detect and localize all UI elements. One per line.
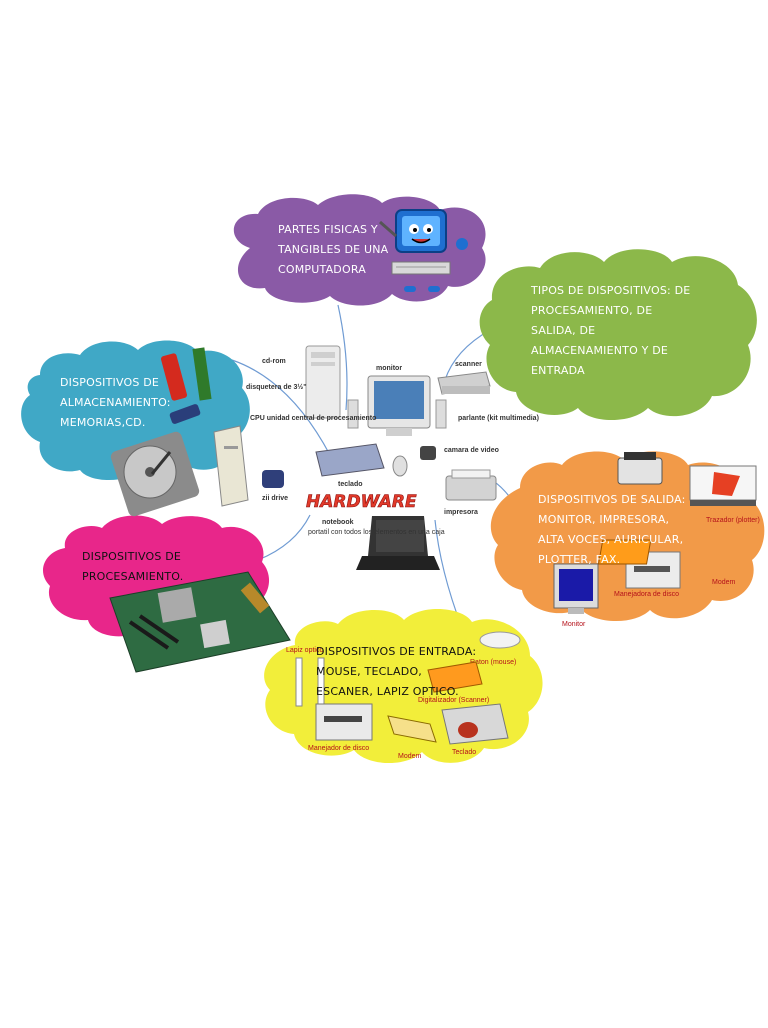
label-lapiz: Lapiz optico: [286, 647, 323, 654]
label-disquetera: disquetera de 3½": [246, 383, 307, 391]
printer-icon: [445, 469, 497, 501]
mouse-icon: [392, 455, 408, 477]
mouse-entrada-icon: [479, 631, 521, 649]
connector-top: [337, 304, 348, 411]
cloud-top-line-1: PARTES FISICAS Y: [278, 223, 378, 236]
label-impresora: impresora: [444, 509, 478, 516]
plotter-icon: [689, 465, 757, 506]
cloud-procesamiento-line-2: PROCESAMIENTO.: [82, 570, 184, 583]
label-teclado: teclado: [338, 481, 363, 488]
monitor-small-icon: [553, 563, 599, 614]
cloud-procesamiento-text: DISPOSITIVOS DE PROCESAMIENTO.: [82, 547, 183, 587]
cloud-left-line-3: MEMORIAS,CD.: [60, 416, 146, 429]
cloud-top-text: PARTES FISICAS Y TANGIBLES DE UNA COMPUT…: [278, 220, 388, 280]
fax-printer-icon: [617, 452, 663, 485]
connector-left: [231, 359, 331, 456]
cloud-right: [479, 249, 757, 420]
connector-procesamiento: [257, 514, 311, 561]
label-modem-entrada: Modem: [398, 753, 422, 760]
hard-disk-icon: [110, 431, 200, 517]
center-title: HARDWARE: [306, 492, 417, 512]
cloud-left-line-2: ALMACENAMIENTO:: [60, 396, 171, 409]
cloud-procesamiento-line-1: DISPOSITIVOS DE: [82, 550, 182, 563]
scanner-icon: [437, 371, 491, 395]
speaker-left-icon: [347, 399, 359, 429]
cloud-right-line-3: SALIDA, DE: [531, 324, 596, 337]
center-hardware-collage: cd-rom disquetera de 3½" CPU unidad cent…: [246, 345, 539, 570]
modem-entrada-icon: [387, 715, 437, 743]
cloud-right-text: TIPOS DE DISPOSITIVOS: DE PROCESAMIENTO,…: [531, 281, 690, 381]
label-manejador: Manejador de disco: [308, 745, 369, 752]
disk-drive-entrada-icon: [315, 703, 373, 741]
cloud-right-line-5: ENTRADA: [531, 364, 585, 377]
speaker-right-icon: [435, 399, 447, 429]
label-teclado-entrada: Teclado: [452, 749, 476, 756]
label-cpu: CPU unidad central de procesamiento: [250, 415, 376, 422]
label-modem-salida: Modem: [712, 579, 736, 586]
cloud-right-line-2: PROCESAMIENTO, DE: [531, 304, 653, 317]
cloud-entrada-line-2: MOUSE, TECLADO,: [316, 665, 423, 678]
label-monitor: monitor: [376, 365, 402, 372]
ram-module-icon: [192, 347, 212, 401]
cloud-entrada-line-1: DISPOSITIVOS DE ENTRADA:: [316, 645, 477, 658]
label-ziidrive: zii drive: [262, 495, 288, 502]
keyboard-entrada-icon: [441, 703, 509, 745]
cloud-right-line-4: ALMACENAMIENTO Y DE: [531, 344, 669, 357]
label-plotter: Trazador (plotter): [706, 517, 760, 524]
cloud-salida-line-2: MONITOR, IMPRESORA,: [538, 513, 670, 526]
label-raton: Raton (mouse): [470, 659, 516, 666]
modem-entrada-top-icon: [427, 661, 483, 693]
salida-images: Trazador (plotter) Monitor Manejadora de…: [553, 452, 760, 628]
label-notebook: notebook: [322, 519, 354, 526]
label-notebook-sub: portatil con todos los elementos en una …: [308, 529, 445, 536]
notebook-icon: [356, 516, 440, 570]
entrada-images: Lapiz optico Raton (mouse) Digitalizador…: [286, 631, 521, 760]
label-manejadora: Manejadora de disco: [614, 591, 679, 598]
cloud-left-text: DISPOSITIVOS DE ALMACENAMIENTO: MEMORIAS…: [60, 373, 171, 433]
cloud-salida-line-4: PLOTTER, FAX.: [538, 553, 621, 566]
cloud-salida-text: DISPOSITIVOS DE SALIDA: MONITOR, IMPRESO…: [538, 490, 686, 570]
monitor-icon: [367, 375, 431, 436]
cloud-top-line-3: COMPUTADORA: [278, 263, 366, 276]
cd-drive-icon: [213, 425, 249, 507]
label-scanner: scanner: [455, 361, 482, 368]
cloud-entrada-line-3: ESCANER, LAPIZ OPTICO.: [316, 685, 459, 698]
computer-mascot-icon: [379, 209, 468, 292]
zip-drive-icon: [262, 470, 284, 488]
cloud-salida-line-3: ALTA VOCES, AURICULAR,: [538, 533, 684, 546]
label-cdrom: cd-rom: [262, 358, 286, 365]
label-camara: camara de video: [444, 447, 499, 454]
pendrive-icon: [169, 404, 201, 424]
cloud-salida-line-1: DISPOSITIVOS DE SALIDA:: [538, 493, 686, 506]
storage-images: [110, 347, 249, 517]
label-parlante: parlante (kit multimedia): [458, 415, 539, 422]
motherboard-icon: [109, 571, 291, 673]
cloud-right-line-1: TIPOS DE DISPOSITIVOS: DE: [531, 284, 691, 297]
cloud-entrada-text: DISPOSITIVOS DE ENTRADA: MOUSE, TECLADO,…: [316, 642, 476, 702]
cloud-left-line-1: DISPOSITIVOS DE: [60, 376, 160, 389]
label-monitor-salida: Monitor: [562, 621, 586, 628]
cloud-top-line-2: TANGIBLES DE UNA: [278, 243, 389, 256]
keyboard-icon: [315, 443, 385, 477]
camera-icon: [420, 446, 436, 460]
label-digitalizador: Digitalizador (Scanner): [418, 697, 489, 704]
modem-icon: [597, 539, 652, 565]
cloud-left: [21, 340, 250, 481]
usb-memory-icon: [160, 353, 188, 401]
